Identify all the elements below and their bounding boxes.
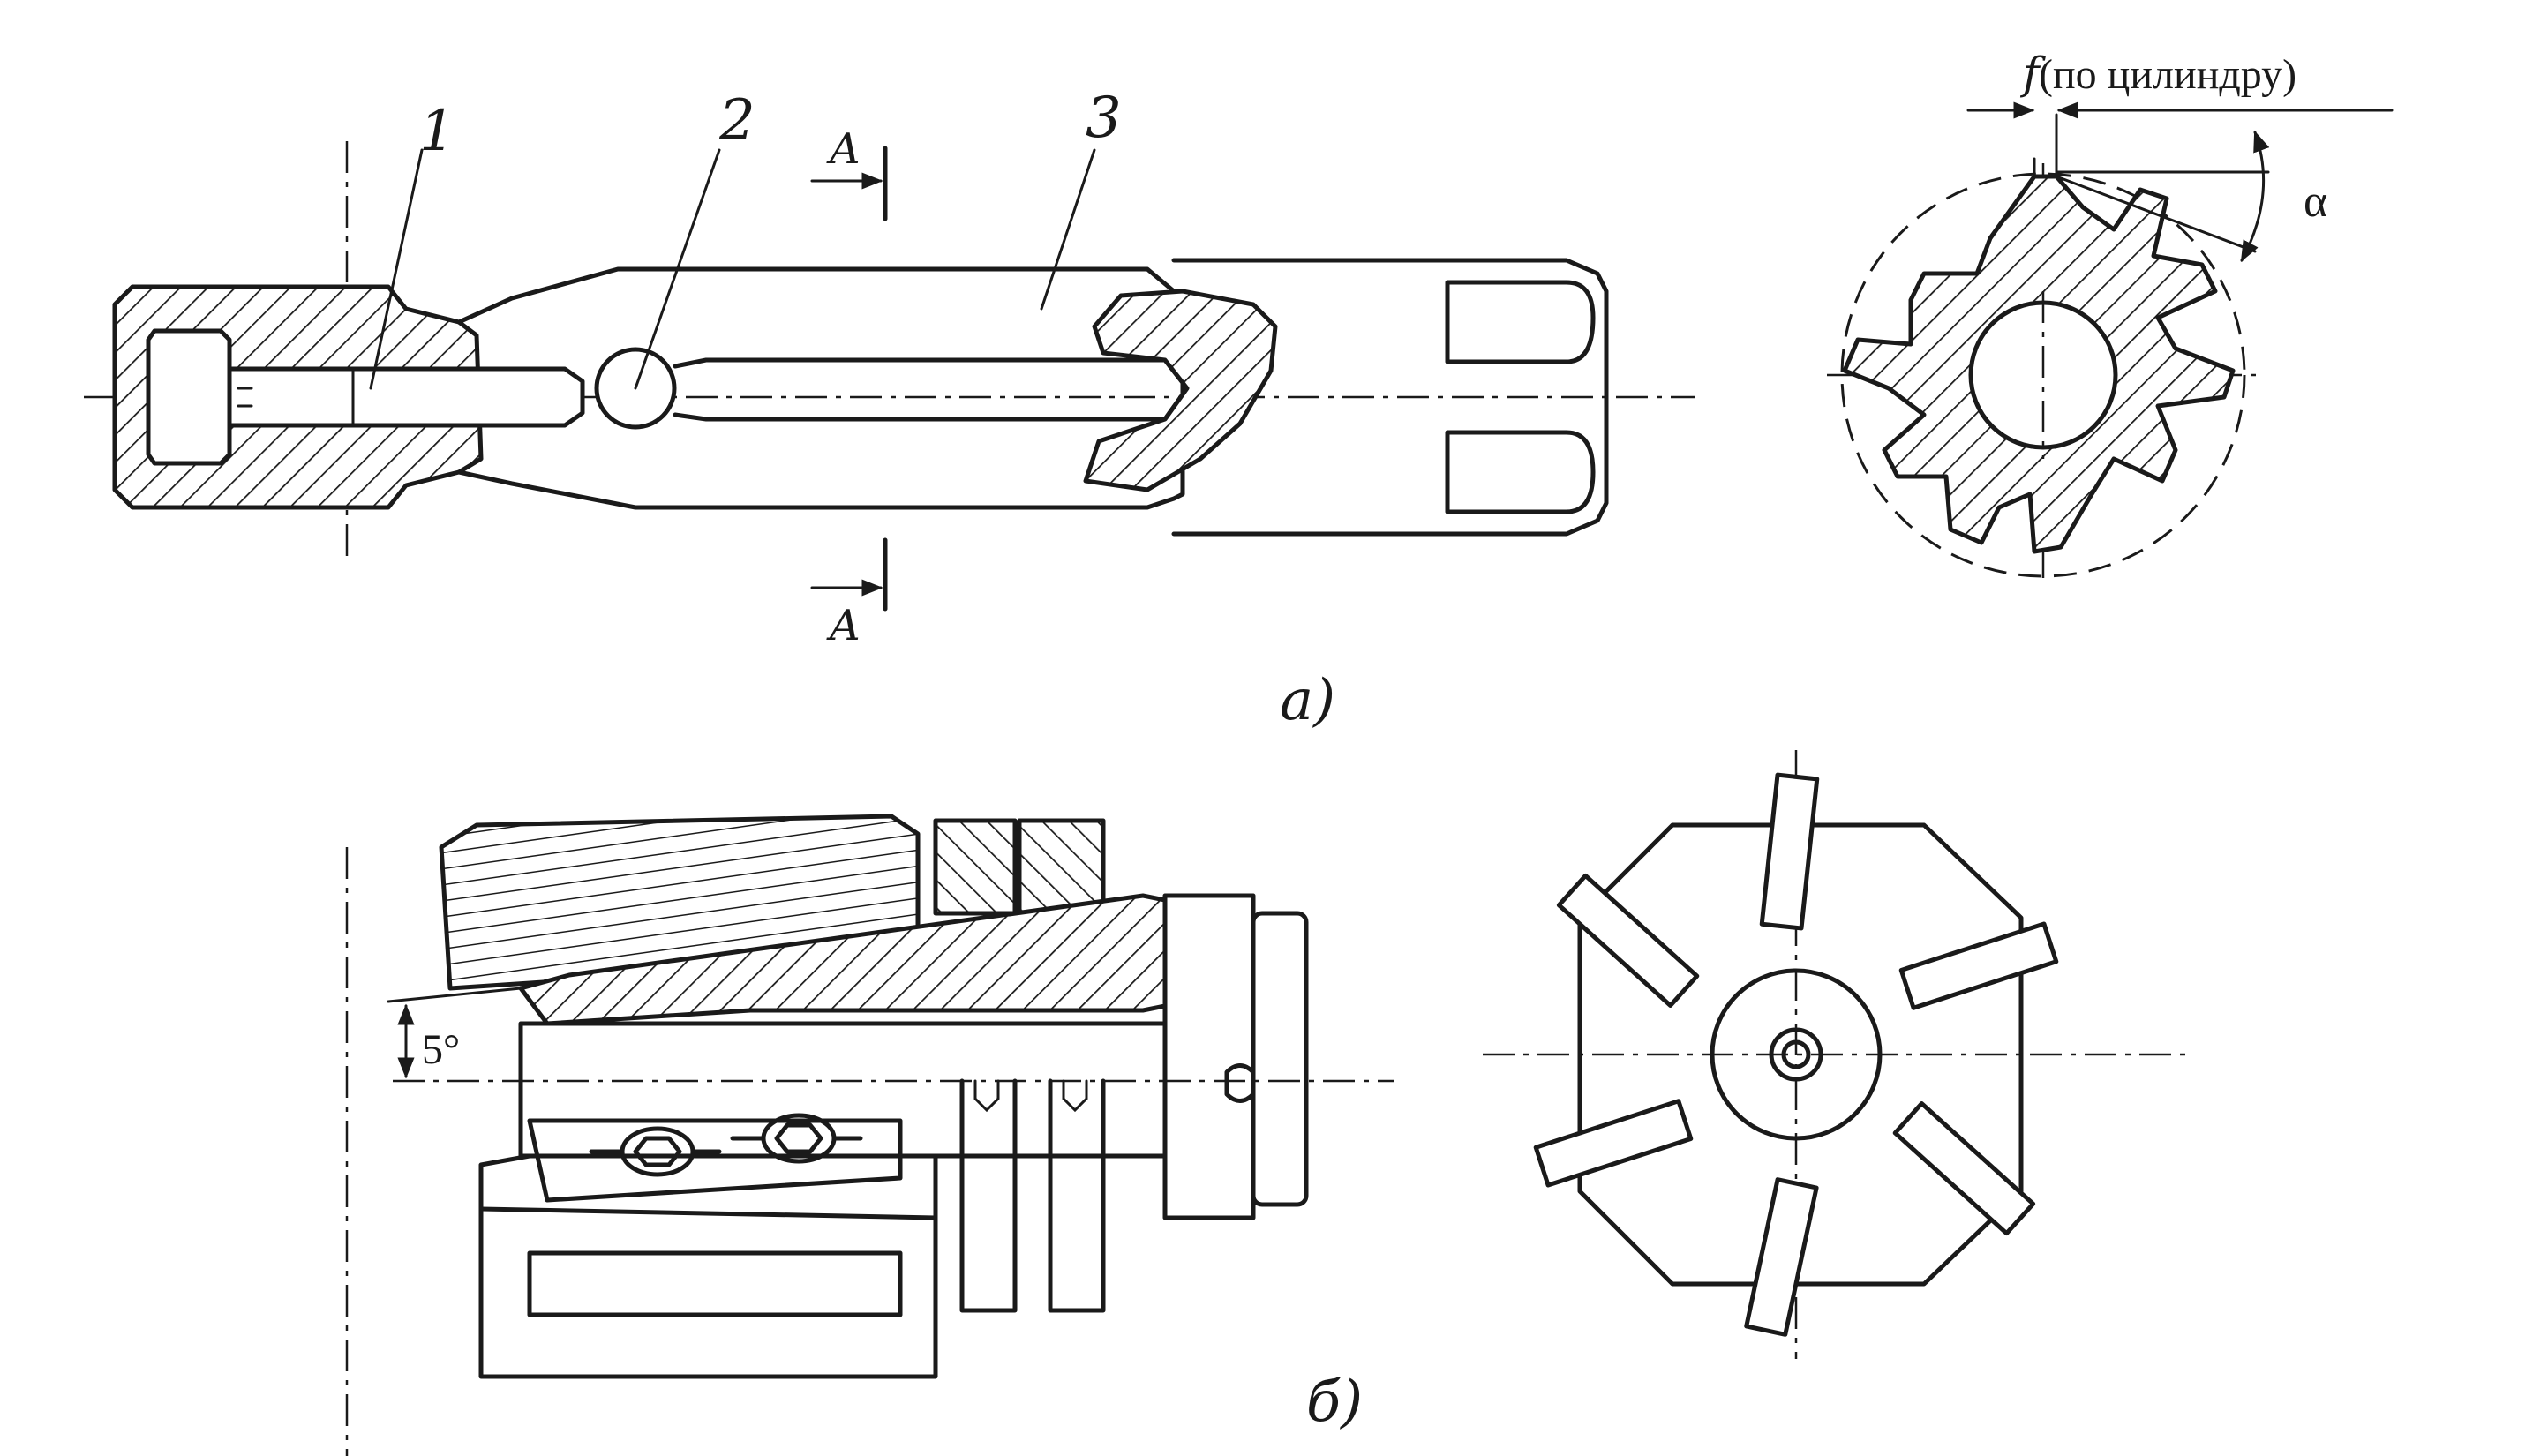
lower-body-window [527,1250,903,1317]
view-b-end [1483,750,2189,1359]
alpha-arc [2240,130,2270,263]
drive-slot-top [1445,280,1596,364]
screw-2-hex [774,1122,823,1154]
holder-end [1251,911,1309,1207]
lower-body-line [478,1206,938,1220]
callout-1-leader [369,148,424,390]
alpha-tooth-line [2055,175,2257,253]
screw-1-body [620,1126,695,1177]
view-a-cross-section: f (по цилиндру) α [1827,48,2394,587]
end-notch [1224,1063,1256,1103]
blade-2 [1898,921,2059,1010]
blade-5 [1533,1099,1694,1188]
view-a-reamer-section: 1 2 3 A A [84,86,1695,650]
caption-b: б) [1306,1370,1363,1435]
callout-3-label: 3 [1086,86,1122,151]
section-mark-top: A [826,124,861,174]
end-bore-inner [1781,1039,1811,1069]
body-section-hatch [1083,289,1278,492]
slot-2-pin [1062,1079,1088,1113]
angle-alpha-label: α [2304,176,2327,227]
inner-channel [673,357,1190,422]
caption-a: а) [1280,668,1335,733]
nut-cavity [146,328,232,466]
blade-3 [1892,1100,2036,1236]
ring-2 [1017,818,1106,916]
section-mark-bottom: A [826,601,861,650]
callout-2-leader [634,148,721,390]
shank-end [1171,258,1609,537]
outer-diameter-circle [1840,172,2246,578]
slot-1 [959,1078,1018,1313]
screw-1-hex [633,1136,682,1167]
screw-shank [227,366,585,428]
slot-2 [1048,1078,1106,1313]
slot-1-pin [973,1079,1000,1113]
screw-wing-2 [730,1113,863,1164]
callout-1-label: 1 [419,99,455,164]
end-blades [1533,772,2059,1337]
blade-4 [1744,1177,1819,1337]
view-b-side: 5° [345,814,1394,1456]
dim-f-note: (по цилиндру) [2039,51,2296,98]
angle-ref-line [387,987,522,1003]
blade-6 [1556,873,1700,1009]
holder-flange [1162,893,1256,1220]
lower-blade-block [527,1118,903,1203]
lower-body [478,1153,938,1379]
screw-wing-1 [589,1126,722,1177]
callout-3-leader [1040,148,1096,311]
drive-slot-bottom [1445,430,1596,514]
blade-1 [1759,772,1820,931]
angle-5-label: 5° [422,1026,460,1073]
end-body-outline [1577,822,2024,1287]
end-hub-circle [1710,968,1883,1141]
end-bore-outer [1769,1027,1823,1082]
ring-1 [933,818,1018,916]
callout-2-label: 2 [718,88,755,154]
